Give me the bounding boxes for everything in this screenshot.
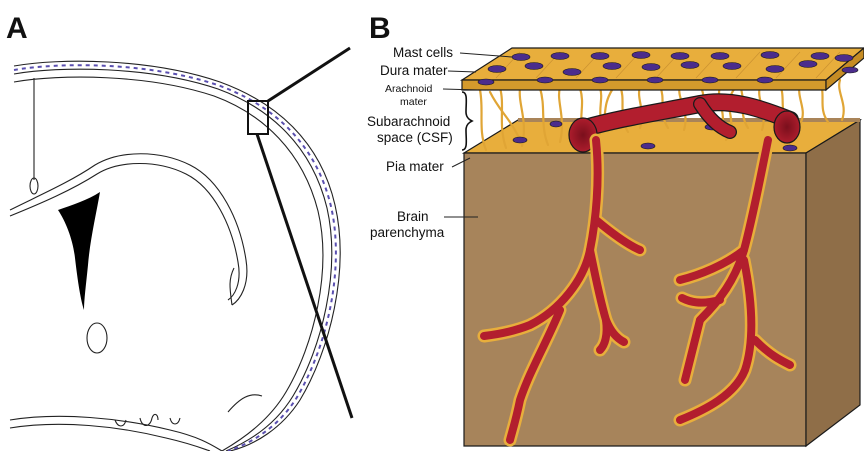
brain-outline-outer — [14, 61, 340, 451]
zoom-box — [248, 101, 268, 134]
panel-b-letter: B — [369, 12, 391, 45]
brain-block-back — [518, 118, 860, 122]
label-subarachnoid-line1: Subarachnoid — [367, 114, 450, 129]
midline-ellipse — [30, 178, 38, 194]
internal-contours — [10, 154, 247, 305]
bottom-squiggles — [115, 414, 180, 426]
label-brain-line1: Brain — [397, 209, 429, 224]
label-mast-cells: Mast cells — [393, 45, 453, 60]
label-arachnoid-line2: mater — [400, 96, 427, 108]
label-subarachnoid-line2: space (CSF) — [377, 130, 453, 145]
label-pia-mater: Pia mater — [386, 159, 444, 174]
brain-block-side — [806, 120, 860, 446]
panel-a-letter: A — [6, 12, 28, 45]
label-brain-line2: parenchyma — [370, 225, 445, 240]
meninges-dashes — [14, 65, 336, 451]
leader-dura-mater — [448, 71, 476, 72]
label-arachnoid-line1: Arachnoid — [385, 83, 432, 95]
ventricle — [58, 192, 100, 310]
lower-right-contour — [228, 395, 262, 412]
zoom-line-top — [268, 48, 350, 101]
panel-b: B — [367, 12, 864, 446]
panel-a: A — [6, 12, 352, 451]
third-ventricle-ellipse — [87, 323, 107, 353]
subarachnoid-brace — [462, 92, 472, 150]
label-dura-mater: Dura mater — [380, 63, 448, 78]
